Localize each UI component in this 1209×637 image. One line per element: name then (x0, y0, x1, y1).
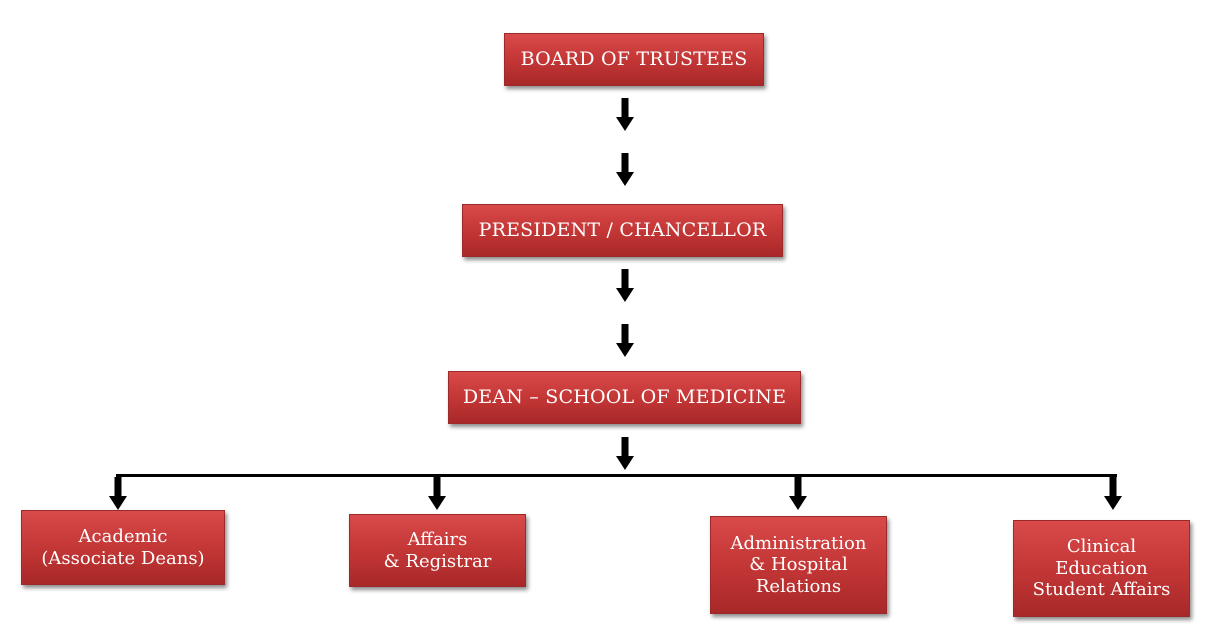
arrow-board-to-president-2 (616, 153, 634, 186)
arrow-to-administration (789, 477, 807, 510)
administration-line-3: Relations (755, 575, 842, 597)
arrow-to-affairs (428, 477, 446, 510)
clinical-line-1: Clinical (1066, 536, 1137, 558)
academic-line-2: (Associate Deans) (41, 547, 205, 569)
president-chancellor-label: PRESIDENT / CHANCELLOR (478, 219, 767, 242)
clinical-line-2: Education (1055, 557, 1148, 579)
academic-box: Academic (Associate Deans) (21, 510, 225, 585)
academic-line-1: Academic (78, 525, 168, 547)
branch-line (116, 474, 1117, 477)
affairs-line-2: & Registrar (383, 550, 492, 572)
administration-line-2: & Hospital (749, 554, 848, 576)
clinical-education-student-affairs-box: Clinical Education Student Affairs (1013, 520, 1190, 617)
affairs-registrar-box: Affairs & Registrar (349, 514, 526, 587)
dean-school-of-medicine-box: DEAN – SCHOOL OF MEDICINE (448, 371, 801, 424)
arrow-board-to-president-1 (616, 98, 634, 131)
administration-line-1: Administration (730, 532, 867, 554)
dean-school-of-medicine-label: DEAN – SCHOOL OF MEDICINE (462, 386, 787, 409)
arrow-to-clinical (1104, 477, 1122, 510)
arrow-to-academic (109, 477, 127, 510)
arrow-president-to-dean-2 (616, 324, 634, 357)
board-of-trustees-label: BOARD OF TRUSTEES (520, 48, 748, 71)
administration-hospital-relations-box: Administration & Hospital Relations (710, 516, 887, 614)
arrow-president-to-dean-1 (616, 269, 634, 302)
arrow-dean-to-branch (616, 437, 634, 470)
board-of-trustees-box: BOARD OF TRUSTEES (504, 33, 764, 86)
affairs-line-1: Affairs (407, 528, 468, 550)
clinical-line-3: Student Affairs (1032, 579, 1171, 601)
president-chancellor-box: PRESIDENT / CHANCELLOR (462, 204, 783, 257)
